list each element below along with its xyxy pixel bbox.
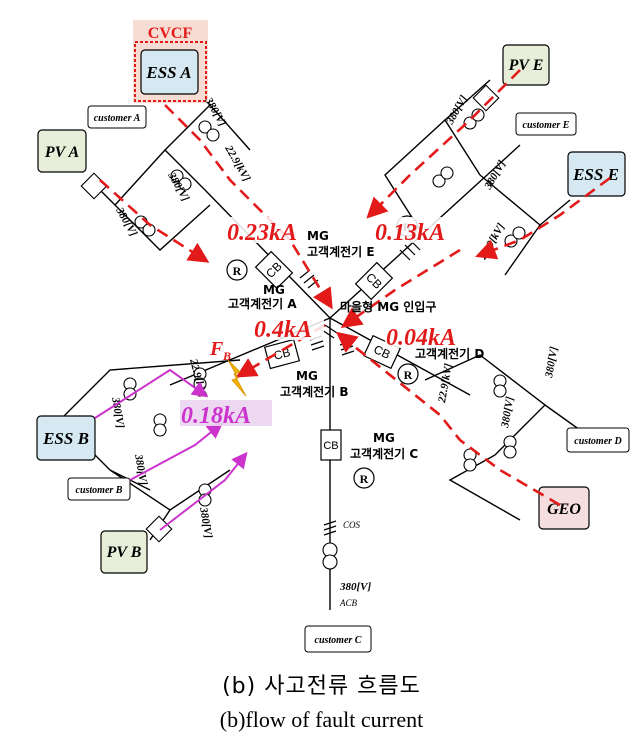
pv-b-box: PV B bbox=[100, 530, 148, 574]
fault-label: F bbox=[209, 338, 224, 360]
svg-text:CB: CB bbox=[323, 440, 338, 452]
pv-a-label: PV A bbox=[44, 144, 80, 161]
svg-text:380[V]: 380[V] bbox=[499, 395, 516, 429]
current-b-label: 0.18kA bbox=[181, 403, 251, 429]
fault-current-diagram: CVCF ESS A PV A PV E ESS E ESS B PV B GE… bbox=[36, 20, 630, 653]
customer-e-box: customer E bbox=[515, 112, 577, 136]
relay-c: R bbox=[353, 467, 375, 489]
caption-korean: (b) 사고전류 흐름도 bbox=[222, 674, 421, 699]
svg-text:COS: COS bbox=[343, 520, 361, 530]
svg-text:380[V]: 380[V] bbox=[197, 505, 214, 539]
relay-b-name: 고객계전기 B bbox=[280, 384, 349, 399]
relay-name-labels: MG 고객계전기 E MG 고객계전기 A 마을형 MG 인입구 MG 고객계전… bbox=[228, 229, 484, 461]
svg-text:22.9[kV]: 22.9[kV] bbox=[477, 221, 508, 262]
current-a-label: 0.23kA bbox=[227, 220, 297, 246]
customer-e-label: customer E bbox=[523, 120, 570, 131]
pv-e-box: PV E bbox=[502, 44, 550, 86]
ess-a-box: ESS A bbox=[140, 49, 199, 95]
village-inlet-label: 마을형 MG 인입구 bbox=[340, 299, 436, 314]
ess-b-box: ESS B bbox=[36, 415, 96, 461]
ess-b-label: ESS B bbox=[42, 429, 89, 448]
fault-subscript: B bbox=[222, 349, 231, 363]
current-d-label: 0.04kA bbox=[386, 325, 456, 351]
relay-d-name: 고객계전기 D bbox=[415, 346, 484, 361]
svg-text:380[V]: 380[V] bbox=[109, 395, 126, 429]
current-b-group: 0.18kA bbox=[180, 400, 272, 429]
svg-text:R: R bbox=[233, 264, 242, 278]
customer-d-label: customer D bbox=[574, 436, 622, 447]
transformers bbox=[123, 108, 526, 570]
relay-c-name: 고객계전기 C bbox=[350, 446, 418, 461]
customer-d-box: customer D bbox=[566, 427, 630, 453]
customer-a-label: customer A bbox=[94, 113, 141, 124]
mg-c-label: MG bbox=[373, 431, 395, 445]
svg-text:CB: CB bbox=[272, 345, 292, 363]
current-d-group: 0.04kA bbox=[385, 322, 473, 351]
ess-a-label: ESS A bbox=[145, 63, 191, 82]
pv-b-label: PV B bbox=[106, 544, 142, 561]
svg-text:R: R bbox=[360, 472, 369, 486]
geo-box: GEO bbox=[538, 486, 590, 530]
svg-text:22.9[kV]: 22.9[kV] bbox=[436, 362, 455, 404]
pv-a-box: PV A bbox=[37, 129, 87, 173]
svg-text:R: R bbox=[404, 368, 413, 382]
customer-a-box: customer A bbox=[87, 105, 147, 129]
cvcf-border bbox=[134, 41, 207, 102]
customer-c-label: customer C bbox=[315, 635, 362, 646]
ess-e-label: ESS E bbox=[572, 165, 619, 184]
relay-a: R bbox=[226, 259, 248, 281]
cb-c: CB bbox=[320, 429, 342, 461]
svg-text:ACB: ACB bbox=[339, 598, 358, 608]
svg-text:380[V]: 380[V] bbox=[132, 452, 149, 486]
svg-text:380[V]: 380[V] bbox=[339, 581, 372, 593]
mg-e-label: MG bbox=[307, 229, 329, 243]
current-center-group: 0.4kA bbox=[252, 314, 324, 343]
caption-english: (b)flow of fault current bbox=[219, 707, 424, 732]
fault-flow-red bbox=[99, 69, 611, 507]
current-a-group: 0.23kA bbox=[226, 217, 309, 246]
cb-e: CB bbox=[354, 261, 394, 301]
relay-d: R bbox=[397, 363, 419, 385]
cb-a: CB bbox=[254, 250, 294, 290]
customer-b-label: customer B bbox=[76, 485, 123, 496]
mg-b-label: MG bbox=[296, 369, 318, 383]
ess-e-box: ESS E bbox=[567, 151, 626, 197]
current-center-label: 0.4kA bbox=[254, 317, 312, 343]
current-e-label: 0.13kA bbox=[375, 220, 445, 246]
customer-c-box: customer C bbox=[304, 625, 372, 653]
fault-flow-purple bbox=[94, 368, 248, 531]
geo-label: GEO bbox=[547, 501, 581, 518]
pv-e-label: PV E bbox=[508, 57, 544, 74]
current-e-group: 0.13kA bbox=[373, 217, 466, 246]
cos-acb-labels: COS ACB bbox=[339, 520, 361, 608]
relay-a-name: 고객계전기 A bbox=[228, 296, 297, 311]
cvcf-label: CVCF bbox=[148, 25, 193, 42]
svg-text:380[V]: 380[V] bbox=[543, 345, 560, 379]
relay-e-name: 고객계전기 E bbox=[307, 244, 375, 259]
fault-lightning-icon bbox=[227, 359, 247, 397]
customer-b-box: customer B bbox=[67, 477, 131, 501]
mg-a-label: MG bbox=[263, 283, 285, 297]
